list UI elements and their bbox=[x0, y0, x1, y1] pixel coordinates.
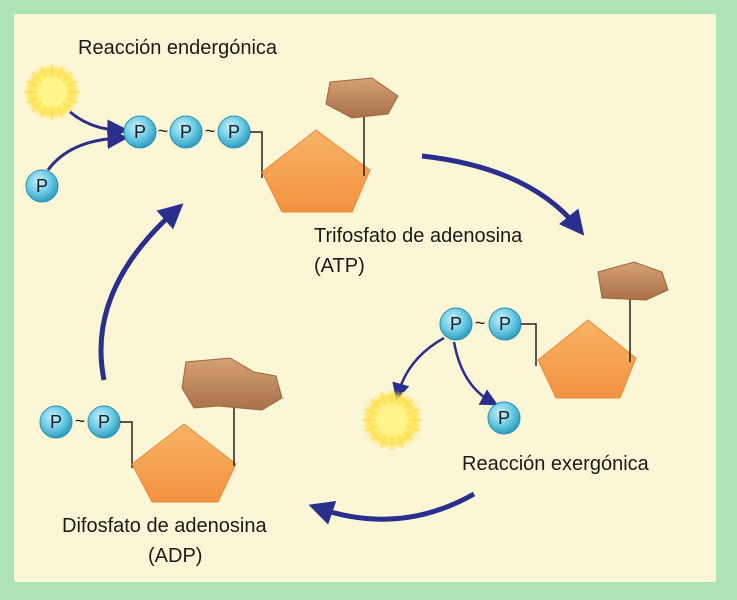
phosphate-label: P bbox=[498, 408, 510, 428]
curved-arrow-icon bbox=[98, 203, 184, 381]
sun-icon bbox=[362, 390, 422, 450]
curved-arrow-icon bbox=[69, 110, 129, 141]
phosphate-bond: ~ bbox=[158, 121, 169, 141]
phosphate-label: P bbox=[98, 412, 110, 432]
adp-phosphate-chain: P ~ P bbox=[39, 405, 133, 468]
phosphate-bond: ~ bbox=[75, 411, 86, 431]
phosphate-icon: P bbox=[487, 401, 521, 435]
ribose-pentagon-icon bbox=[131, 423, 237, 503]
phosphate-label: P bbox=[36, 176, 48, 196]
phosphate-label: P bbox=[228, 122, 240, 142]
phosphate-label: P bbox=[180, 122, 192, 142]
atp-phosphate-chain: P ~ P ~ P bbox=[123, 115, 263, 178]
sun-icon bbox=[24, 64, 80, 120]
adp-name-label: Difosfato de adenosina bbox=[62, 515, 267, 537]
curved-arrow-icon bbox=[392, 336, 445, 401]
phosphate-bond: ~ bbox=[205, 121, 216, 141]
atp-abbr-label: (ATP) bbox=[314, 255, 365, 277]
phosphate-label: P bbox=[134, 122, 146, 142]
atp-name-label: Trifosfato de adenosina bbox=[314, 225, 523, 247]
adenine-base-icon bbox=[597, 261, 669, 301]
curved-arrow-icon bbox=[308, 491, 476, 525]
exergonic-phosphate-chain: P ~ P bbox=[439, 307, 537, 366]
curved-arrow-icon bbox=[421, 153, 585, 236]
adenine-base-icon bbox=[181, 357, 283, 411]
ribose-pentagon-icon bbox=[537, 319, 637, 399]
phosphate-icon: P bbox=[25, 169, 59, 203]
adenine-base-icon bbox=[325, 77, 399, 119]
phosphate-label: P bbox=[499, 314, 511, 334]
adp-abbr-label: (ADP) bbox=[148, 545, 202, 567]
curved-arrow-icon bbox=[452, 341, 499, 406]
ribose-pentagon-icon bbox=[261, 129, 371, 213]
curved-arrow-icon bbox=[46, 128, 129, 171]
phosphate-bond: ~ bbox=[475, 313, 486, 333]
endergonic-label: Reacción endergónica bbox=[78, 37, 278, 59]
exergonic-label: Reacción exergónica bbox=[462, 453, 650, 475]
phosphate-label: P bbox=[450, 314, 462, 334]
phosphate-label: P bbox=[50, 412, 62, 432]
